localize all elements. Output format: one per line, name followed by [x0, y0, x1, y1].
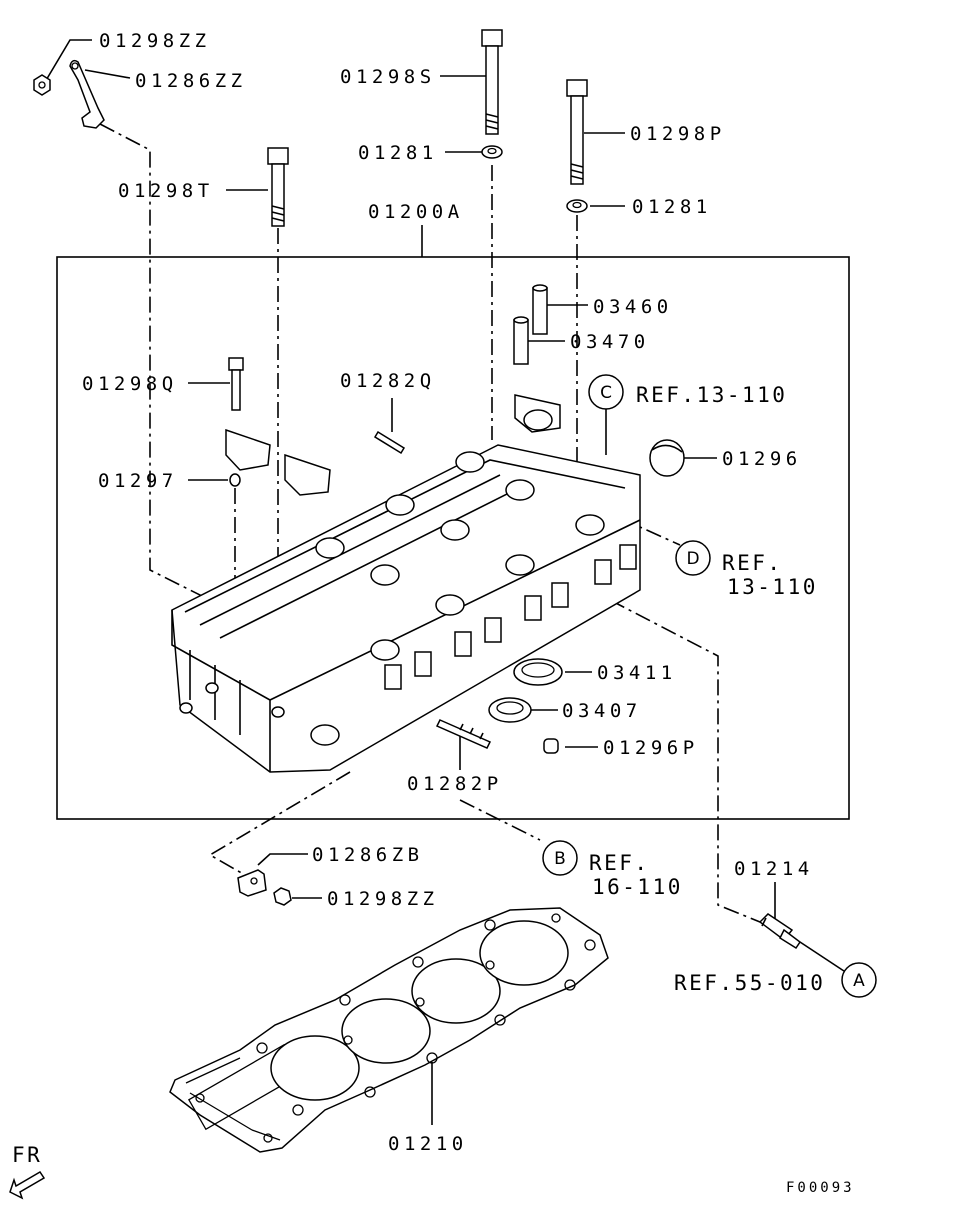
plug-01296p: [543, 738, 559, 754]
ref-text-b-line2: 16-110: [592, 875, 683, 899]
bolt-01298s: [481, 29, 503, 135]
stud-01282p: [435, 719, 492, 749]
label-01298zz-top: 01298ZZ: [99, 30, 211, 52]
seal-03407: [488, 697, 532, 723]
label-01282p: 01282P: [407, 773, 503, 795]
direction-label: FR: [12, 1143, 42, 1167]
ref-text-a: REF.55-010: [674, 971, 825, 995]
ref-circle-a: A: [841, 962, 877, 998]
figure-code: F00093: [786, 1180, 855, 1196]
label-01296: 01296: [722, 448, 802, 470]
ref-text-b-line1: REF.: [589, 851, 650, 875]
bracket-01286zz: [69, 59, 105, 129]
bolt-01298t: [267, 147, 289, 227]
label-01298t: 01298T: [118, 180, 214, 202]
label-01214: 01214: [734, 858, 814, 880]
label-03460: 03460: [593, 296, 673, 318]
label-01298p: 01298P: [630, 123, 726, 145]
bolt-01298zz-bottom: [273, 887, 292, 906]
bolt-01298p: [566, 79, 588, 185]
washer-01281-a: [481, 145, 503, 159]
svg-text:D: D: [686, 549, 699, 569]
label-03411: 03411: [597, 662, 677, 684]
ref-circle-c: C: [588, 374, 624, 410]
label-01297: 01297: [98, 470, 178, 492]
label-01200a: 01200A: [368, 201, 464, 223]
label-01281-a: 01281: [358, 142, 438, 164]
svg-text:B: B: [554, 849, 566, 869]
tube-03470: [513, 316, 529, 365]
svg-text:A: A: [853, 971, 865, 991]
label-01210: 01210: [388, 1133, 468, 1155]
head-gasket-01210: [169, 907, 609, 1153]
pin-01297: [229, 473, 241, 487]
bolt-01298q: [228, 357, 244, 411]
plug-01296: [649, 439, 685, 477]
sensor-01214: [758, 913, 802, 950]
bolt-01298zz-top: [33, 74, 51, 96]
stud-01282q: [373, 430, 406, 455]
label-01298zz-bottom: 01298ZZ: [327, 888, 439, 910]
ref-circle-b: B: [542, 840, 578, 876]
label-01281-b: 01281: [632, 196, 712, 218]
tube-03460: [532, 284, 548, 335]
label-01298q: 01298Q: [82, 373, 178, 395]
ref-text-d-line1: REF.: [722, 551, 783, 575]
label-03470: 03470: [570, 331, 650, 353]
label-01298s: 01298S: [340, 66, 436, 88]
cylinder-head-body: [171, 394, 641, 773]
label-01296p: 01296P: [603, 737, 699, 759]
bracket-01286zb: [237, 869, 267, 897]
ref-text-c: REF.13-110: [636, 383, 787, 407]
label-01286zz: 01286ZZ: [135, 70, 247, 92]
ref-circle-d: D: [675, 540, 711, 576]
front-direction-arrow: [9, 1170, 46, 1200]
label-03407: 03407: [562, 700, 642, 722]
svg-text:C: C: [600, 383, 612, 403]
washer-01281-b: [566, 199, 588, 213]
label-01282q: 01282Q: [340, 370, 436, 392]
seal-03411: [513, 658, 563, 686]
ref-text-d-line2: 13-110: [727, 575, 818, 599]
assembly-frame: [56, 256, 850, 820]
label-01286zb: 01286ZB: [312, 844, 424, 866]
leader-lines: [44, 39, 851, 1125]
